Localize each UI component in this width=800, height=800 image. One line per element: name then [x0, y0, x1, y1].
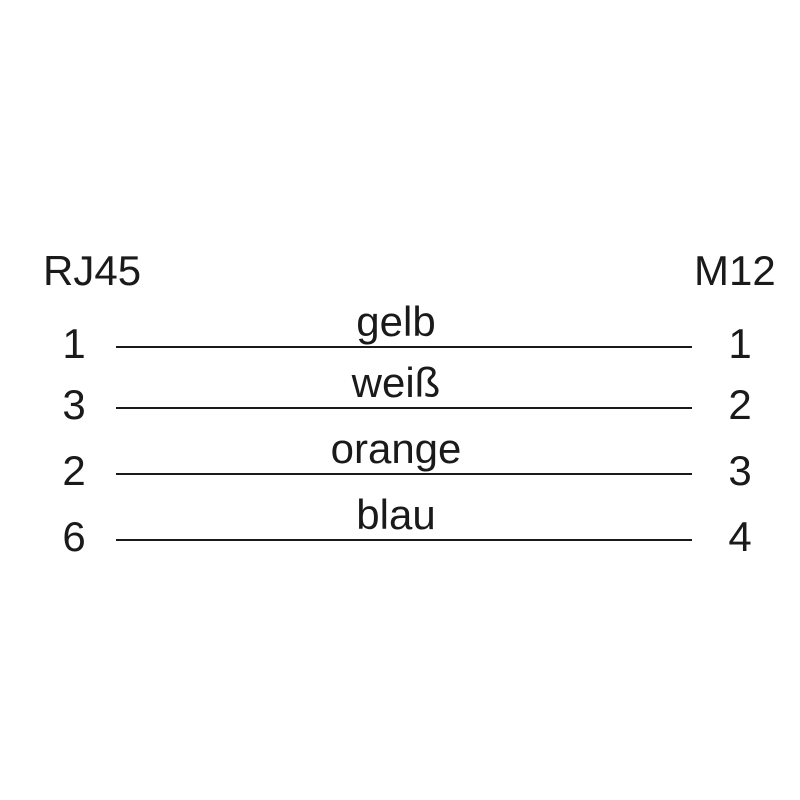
- wire-line: [116, 539, 692, 541]
- wire-color-label: weiß: [351, 359, 441, 406]
- left-pin-number: 2: [62, 447, 86, 494]
- wire-line: [116, 407, 692, 409]
- right-connector-label: M12: [694, 247, 776, 294]
- right-pin-number: 4: [728, 513, 752, 560]
- left-pin-number: 1: [62, 320, 86, 367]
- wire-color-label: gelb: [356, 298, 436, 345]
- right-pin-number: 1: [728, 320, 752, 367]
- wire-line: [116, 473, 692, 475]
- left-pin-number: 6: [62, 513, 86, 560]
- left-pin-number: 3: [62, 381, 86, 428]
- right-pin-number: 2: [728, 381, 752, 428]
- left-connector-label: RJ45: [43, 247, 142, 294]
- right-pin-number: 3: [728, 447, 752, 494]
- wire-color-label: blau: [356, 491, 436, 538]
- wire-line: [116, 346, 692, 348]
- wire-color-label: orange: [330, 425, 462, 472]
